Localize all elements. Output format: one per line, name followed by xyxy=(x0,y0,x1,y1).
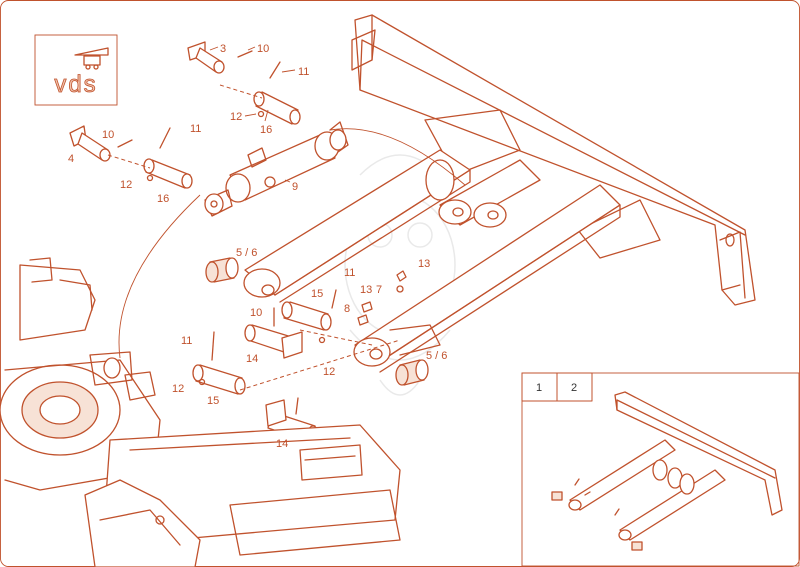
washer-12-left xyxy=(146,174,154,182)
callout-8: 8 xyxy=(344,303,350,315)
callout-10: 10 xyxy=(250,307,262,319)
callout-14: 14 xyxy=(246,353,258,365)
pin-15-top xyxy=(281,301,332,331)
bolt-10-left xyxy=(117,139,133,148)
callout-13: 13 xyxy=(418,258,430,270)
callout-15: 15 xyxy=(207,395,219,407)
callout-16: 16 xyxy=(260,124,272,136)
callout-5-6: 5 / 6 xyxy=(426,350,447,362)
inset-panel xyxy=(521,372,800,567)
split-pin-11-bottom xyxy=(211,331,215,361)
callout-11: 11 xyxy=(190,123,201,135)
callout-7: 7 xyxy=(376,284,382,296)
inset-tab-1[interactable]: 1 xyxy=(536,382,542,394)
bolt-10-top xyxy=(237,50,253,58)
inset-mini-blade xyxy=(551,391,783,551)
pin-3 xyxy=(187,41,225,74)
push-arm-lower xyxy=(353,184,621,373)
callout-11: 11 xyxy=(181,335,192,347)
callout-12: 12 xyxy=(120,179,132,191)
bolt-10-bottom xyxy=(295,397,299,415)
bushing-5-6-left xyxy=(205,257,239,283)
callout-10: 10 xyxy=(102,129,114,141)
undercarriage-frame xyxy=(0,257,401,567)
pin-14-top xyxy=(244,324,303,359)
callout-11: 11 xyxy=(344,267,355,279)
washer-12-bottom xyxy=(198,378,206,386)
callout-12: 12 xyxy=(323,366,335,378)
split-pin-11-mid xyxy=(331,289,337,309)
callout-16: 16 xyxy=(157,193,169,205)
inset-tab-2[interactable]: 2 xyxy=(571,382,577,394)
grease-nipples xyxy=(357,270,407,326)
pin-16-left xyxy=(143,158,193,189)
callout-14: 14 xyxy=(276,438,288,450)
pin-4 xyxy=(69,125,111,162)
dozer-blade xyxy=(351,14,756,306)
callout-15: 15 xyxy=(311,288,323,300)
split-pin-11-top xyxy=(269,61,281,79)
callout-5-6: 5 / 6 xyxy=(236,247,257,259)
leader-lines xyxy=(107,46,466,391)
callout-13: 13 xyxy=(360,284,372,296)
callout-3: 3 xyxy=(220,43,226,55)
callout-9: 9 xyxy=(292,181,298,193)
callout-10: 10 xyxy=(257,43,269,55)
callout-11: 11 xyxy=(298,66,309,78)
bushing-5-6-right xyxy=(395,359,429,386)
hydraulic-cylinder xyxy=(204,121,349,217)
washer-12-mid xyxy=(318,336,326,344)
callout-12: 12 xyxy=(172,383,184,395)
callout-4: 4 xyxy=(68,153,74,165)
washer-12-top xyxy=(257,110,265,118)
pin-15-bottom xyxy=(192,364,246,395)
vds-logo xyxy=(34,34,118,106)
vds-logo-text: vds xyxy=(54,71,97,98)
pin-16-top xyxy=(253,91,301,125)
split-pin-11-left xyxy=(159,127,171,149)
push-arm-upper xyxy=(243,149,471,303)
callout-12: 12 xyxy=(230,111,242,123)
